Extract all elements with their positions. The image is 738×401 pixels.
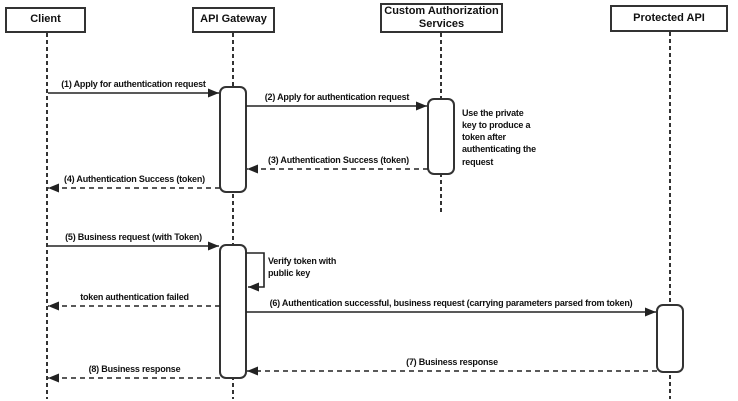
activation-api-gateway-2 xyxy=(219,244,247,379)
message-3-label: (3) Authentication Success (token) xyxy=(268,155,409,165)
actor-custom-auth: Custom Authorization Services xyxy=(380,3,503,33)
actor-api-gateway-label: API Gateway xyxy=(200,13,267,26)
activation-custom-auth xyxy=(427,98,455,175)
self-message-label: Verify token with public key xyxy=(268,256,337,279)
message-2-label: (2) Apply for authentication request xyxy=(264,92,410,102)
actor-protected-api-label: Protected API xyxy=(633,11,705,24)
message-7-label: (7) Business response xyxy=(406,357,498,367)
message-8-label: (8) Business response xyxy=(88,364,181,374)
note-private-key: Use the private key to produce a token a… xyxy=(462,108,536,167)
message-6-label: (6) Authentication successful, business … xyxy=(269,298,633,308)
message-5-label: (5) Business request (with Token) xyxy=(65,232,202,242)
actor-api-gateway: API Gateway xyxy=(192,7,275,33)
activation-protected-api xyxy=(656,304,684,373)
activation-api-gateway-1 xyxy=(219,86,247,193)
message-4-label: (4) Authentication Success (token) xyxy=(64,174,205,184)
actor-client-label: Client xyxy=(30,13,61,26)
self-message-arrow xyxy=(246,252,265,292)
actor-protected-api: Protected API xyxy=(610,5,728,32)
actor-client: Client xyxy=(5,7,86,33)
message-failed-label: token authentication failed xyxy=(80,292,189,302)
actor-custom-auth-label: Custom Authorization Services xyxy=(384,4,499,30)
message-1-label: (1) Apply for authentication request xyxy=(61,79,206,89)
